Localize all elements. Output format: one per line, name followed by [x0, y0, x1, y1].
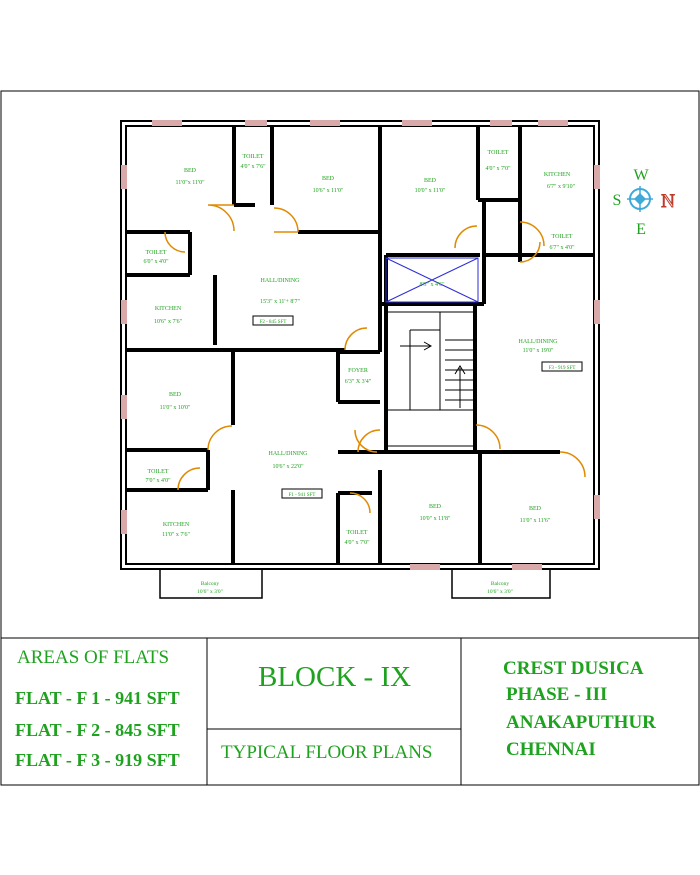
- room-name: BED: [184, 168, 197, 174]
- room-name: KITCHEN: [544, 172, 571, 178]
- room-size: 10'0" x 11'8": [420, 516, 451, 522]
- room-size: 4'0" x 7'6": [240, 164, 266, 170]
- room-size: 4'0" x 7'0": [485, 166, 511, 172]
- room-name: Balcony: [201, 581, 220, 587]
- staircase: [385, 311, 475, 447]
- room-size: 6'3" X 3'4": [345, 379, 372, 385]
- room-name: KITCHEN: [163, 522, 190, 528]
- room-size: 7'0" x 4'0": [145, 478, 171, 484]
- room-name: TOILET: [552, 234, 573, 240]
- flat-area-f3: FLAT - F 3 - 919 SFT: [15, 750, 180, 770]
- compass-south: S: [613, 192, 622, 209]
- room-name: Balcony: [491, 581, 510, 587]
- compass-east: E: [636, 221, 646, 238]
- room-size: 11'0" x 7'6": [162, 532, 190, 538]
- room-size: 15'3" x 11'+ 8'7": [260, 299, 300, 305]
- project-name: CREST DUSICA: [503, 658, 644, 679]
- project-locality: ANAKAPUTHUR: [506, 712, 656, 733]
- balconies: [159, 569, 551, 599]
- flat-area-f1: FLAT - F 1 - 941 SFT: [15, 688, 180, 708]
- room-name: TOILET: [148, 469, 169, 475]
- room-size: 10'6" x 7'6": [154, 319, 183, 325]
- room-name: BED: [429, 504, 442, 510]
- room-name: BED: [529, 506, 542, 512]
- room-name: HALL/DINING: [269, 451, 309, 457]
- project-city: CHENNAI: [506, 739, 596, 760]
- flat-area: F1 - 941 SFT: [289, 493, 316, 498]
- room-labels: BED 11'0"x 11'0" TOILET 4'0" x 7'6" BED …: [143, 150, 575, 595]
- compass-north: N: [661, 191, 675, 212]
- duct-size: 8'3" x 4'6": [419, 282, 445, 288]
- room-name: FOYER: [348, 368, 368, 374]
- room-name: TOILET: [347, 530, 368, 536]
- room-size: 11'0"x 11'0": [175, 180, 205, 186]
- flat-area: F2 - 845 SFT: [260, 320, 287, 325]
- room-name: KITCHEN: [155, 306, 182, 312]
- room-name: HALL/DINING: [519, 339, 559, 345]
- room-name: TOILET: [243, 154, 264, 160]
- room-size: 4'0" x 7'0": [344, 540, 370, 546]
- room-name: HALL/DINING: [261, 278, 301, 284]
- doors: [164, 204, 586, 514]
- sheet-border: [0, 90, 700, 786]
- room-size: 11'0" x 19'0": [523, 348, 554, 354]
- compass-icon: W S E N: [613, 167, 676, 238]
- room-name: BED: [322, 176, 335, 182]
- room-size: 10'6" x 22'0": [272, 464, 304, 470]
- block-title: BLOCK - IX: [258, 661, 412, 693]
- room-name: BED: [424, 178, 437, 184]
- plan-type: TYPICAL FLOOR PLANS: [221, 742, 433, 763]
- room-size: 10'6" x 3'0": [487, 589, 513, 595]
- interior-walls: [126, 126, 594, 564]
- room-size: 6'7" x 4'0": [549, 245, 575, 251]
- compass-west: W: [633, 167, 649, 184]
- room-name: TOILET: [146, 250, 167, 256]
- room-size: 6'7" x 9'10": [547, 184, 576, 190]
- room-name: BED: [169, 392, 182, 398]
- project-phase: PHASE - III: [506, 684, 608, 705]
- flat-area-f2: FLAT - F 2 - 845 SFT: [15, 720, 180, 740]
- room-size: 10'0" x 11'0": [415, 188, 446, 194]
- room-size: 11'0" x 11'6": [520, 518, 551, 524]
- room-size: 10'6" x 3'0": [197, 589, 223, 595]
- room-size: 10'6" x 11'0": [313, 188, 344, 194]
- windows: [121, 120, 600, 570]
- room-size: 11'0" x 10'0": [160, 405, 191, 411]
- areas-heading: AREAS OF FLATS: [17, 647, 170, 668]
- duct: [385, 257, 479, 303]
- room-name: TOILET: [488, 150, 509, 156]
- flat-area: F3 - 919 SFT: [549, 366, 576, 371]
- room-size: 6'0" x 4'0": [143, 259, 169, 265]
- area-boxes: [252, 315, 583, 499]
- outer-walls: [120, 120, 600, 570]
